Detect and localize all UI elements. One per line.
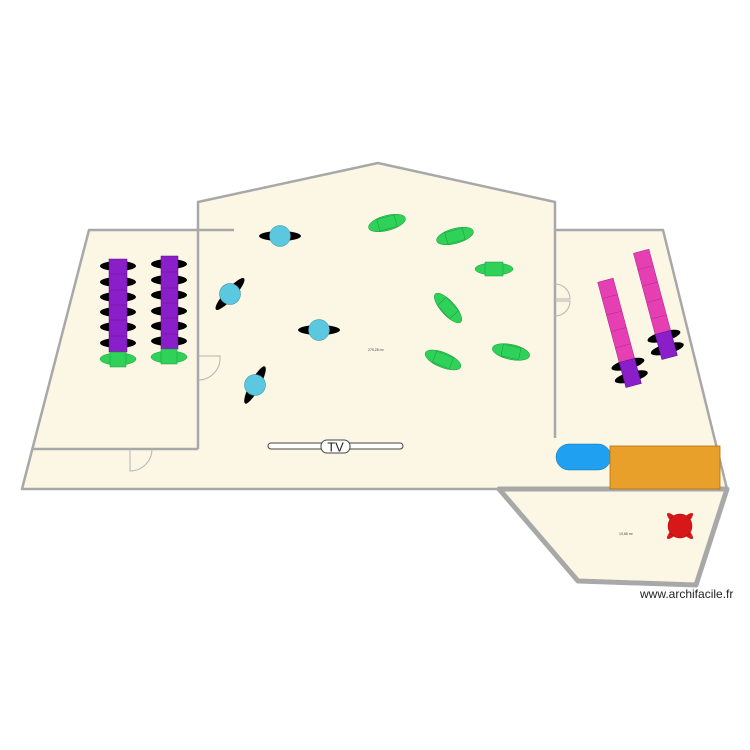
red-table[interactable]	[664, 510, 695, 541]
green-table[interactable]	[430, 289, 466, 327]
green-table[interactable]	[435, 224, 476, 248]
long-table-right[interactable]	[150, 255, 188, 365]
long-table-left[interactable]	[99, 258, 137, 368]
cyan-table[interactable]	[298, 319, 340, 341]
tv-label: TV	[327, 440, 344, 455]
doors	[129, 283, 571, 472]
pink-table-left[interactable]	[589, 276, 650, 390]
green-table[interactable]	[423, 346, 464, 374]
cyan-table[interactable]	[236, 362, 274, 409]
watermark: www.archifacile.fr	[640, 587, 734, 601]
cyan-table[interactable]	[259, 225, 301, 247]
green-table[interactable]	[491, 341, 531, 364]
main-area-label: 279,28 m²	[368, 348, 385, 352]
blue-object[interactable]	[555, 443, 612, 471]
side-area-label: 19,68 m²	[619, 532, 634, 536]
pink-table-right[interactable]	[625, 247, 686, 362]
interior-walls	[33, 228, 557, 451]
green-table[interactable]	[367, 211, 408, 235]
cyan-table[interactable]	[208, 271, 252, 316]
orange-counter[interactable]	[609, 445, 721, 490]
tv: TV	[267, 439, 404, 455]
green-table[interactable]	[474, 261, 514, 277]
